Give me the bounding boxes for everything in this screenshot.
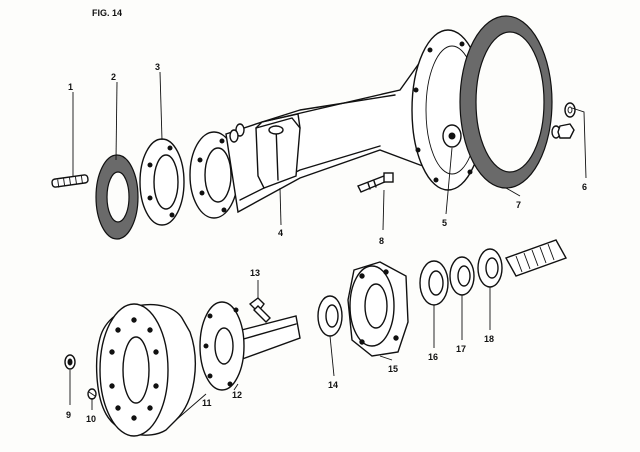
part-1-stud	[51, 174, 89, 188]
callout-7: 7	[516, 200, 521, 210]
part-14-oil-seal	[317, 295, 343, 337]
figure-title: FIG. 14	[92, 8, 122, 18]
callout-12: 12	[232, 390, 242, 400]
callout-18: 18	[484, 334, 494, 344]
part-6-nut-washer	[551, 102, 576, 139]
splined-shaft-end	[504, 239, 568, 277]
part-3-ring-plate	[139, 138, 185, 226]
callout-2: 2	[111, 72, 116, 82]
callout-3: 3	[155, 62, 160, 72]
callout-8: 8	[379, 236, 384, 246]
callout-13: 13	[250, 268, 260, 278]
part-9-plug	[64, 354, 76, 370]
part-4-axle-housing	[189, 29, 485, 219]
callout-labels: 1 2 3 4 5 6 7 8 9 10 11 12 13 14 15 16 1…	[66, 62, 587, 424]
leader-lines	[69, 71, 587, 421]
callout-10: 10	[86, 414, 96, 424]
part-15-hub	[347, 261, 409, 357]
part-2-gasket	[95, 154, 139, 240]
part-10-screw	[87, 388, 97, 400]
part-18-bearing	[477, 248, 503, 288]
part-16-bearing	[419, 260, 449, 306]
part-5-breather-boss	[442, 124, 462, 148]
callout-6: 6	[582, 182, 587, 192]
callout-1: 1	[68, 82, 73, 92]
part-11-brake-drum	[95, 303, 196, 437]
callout-5: 5	[442, 218, 447, 228]
part-8-breather	[357, 172, 394, 193]
callout-17: 17	[456, 344, 466, 354]
callout-15: 15	[388, 364, 398, 374]
callout-14: 14	[328, 380, 338, 390]
callout-11: 11	[202, 398, 212, 408]
part-12-axle-shaft	[199, 301, 301, 391]
callout-4: 4	[278, 228, 283, 238]
callout-9: 9	[66, 410, 71, 420]
part-7-flange-gasket	[459, 15, 553, 189]
callout-16: 16	[428, 352, 438, 362]
part-13-bolt	[248, 297, 271, 323]
part-17-spacer	[449, 256, 475, 296]
